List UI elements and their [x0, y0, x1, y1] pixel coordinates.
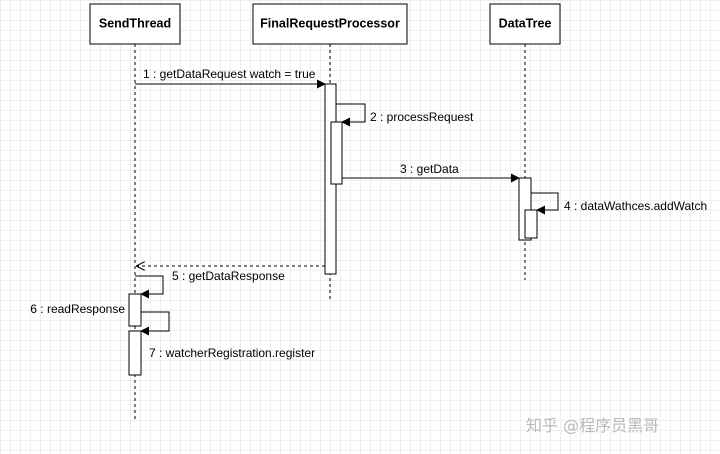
- participant-label: FinalRequestProcessor: [260, 16, 400, 30]
- participant-label: SendThread: [99, 16, 171, 30]
- participant-finalrequestprocessor[interactable]: FinalRequestProcessor: [252, 3, 408, 45]
- message-label: 1 : getDataRequest watch = true: [143, 67, 316, 81]
- message-4: 4 : dataWathces.addWatch: [531, 192, 707, 215]
- participant-label: DataTree: [499, 16, 552, 30]
- activation-frp-inner: [330, 121, 343, 185]
- message-2: 2 : processRequest: [336, 103, 474, 127]
- message-1: 1 : getDataRequest watch = true: [135, 67, 326, 89]
- message-label: 7 : watcherRegistration.register: [149, 346, 315, 360]
- activation-sendthread-2: [128, 330, 142, 376]
- message-label: 4 : dataWathces.addWatch: [564, 199, 707, 213]
- message-label: 6 : readResponse: [30, 302, 125, 316]
- message-7: 7 : watcherRegistration.register: [140, 311, 315, 360]
- message-6: 6 : readResponse: [30, 275, 164, 316]
- activation-sendthread-1: [128, 293, 142, 327]
- watermark-text: 知乎 @程序员黑哥: [526, 416, 659, 435]
- activation-datatree-inner: [524, 209, 538, 239]
- message-5: 5 : getDataResponse: [137, 266, 325, 283]
- message-label: 5 : getDataResponse: [172, 269, 285, 283]
- participant-datatree[interactable]: DataTree: [489, 3, 561, 45]
- message-label: 2 : processRequest: [370, 110, 474, 124]
- participant-sendthread[interactable]: SendThread: [89, 3, 181, 45]
- message-3: 3 : getData: [342, 162, 520, 183]
- message-label: 3 : getData: [400, 162, 459, 176]
